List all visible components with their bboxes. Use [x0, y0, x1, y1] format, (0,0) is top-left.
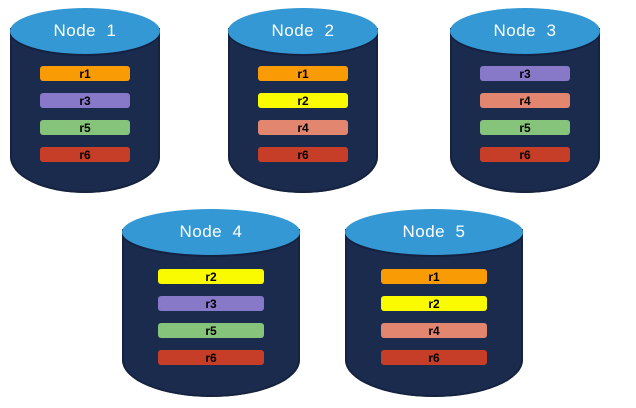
cylinder-body	[122, 229, 300, 397]
replica-list: r3 r4 r5 r6	[480, 66, 570, 162]
cylinder-top-ellipse	[10, 8, 160, 54]
replica-bar-r2[interactable]: r2	[258, 93, 348, 108]
replica-bar-r1[interactable]: r1	[258, 66, 348, 81]
replica-bar-r3[interactable]: r3	[480, 66, 570, 81]
replica-bar-r2[interactable]: r2	[381, 296, 487, 311]
replica-list: r1 r2 r4 r6	[381, 269, 487, 365]
replica-bar-r1[interactable]: r1	[40, 66, 130, 81]
cylinder-top-ellipse	[345, 209, 523, 255]
cylinder-top-ellipse	[228, 8, 378, 54]
node-label: Node 5	[402, 222, 466, 241]
node-label: Node 1	[53, 21, 117, 40]
node-label: Node 2	[271, 21, 335, 40]
node-label: Node 3	[493, 21, 557, 40]
replica-bar-r4[interactable]: r4	[480, 93, 570, 108]
replica-bar-r6[interactable]: r6	[258, 147, 348, 162]
node-label: Node 4	[179, 222, 243, 241]
replica-bar-r5[interactable]: r5	[40, 120, 130, 135]
replica-bar-r5[interactable]: r5	[158, 323, 264, 338]
replica-bar-r4[interactable]: r4	[258, 120, 348, 135]
cylinder-body	[345, 229, 523, 397]
replica-list: r1 r2 r4 r6	[258, 66, 348, 162]
cylinder-body	[228, 28, 378, 193]
database-node-4[interactable]: Node 4 r2 r3 r5 r6	[122, 209, 300, 397]
replica-bar-r3[interactable]: r3	[40, 93, 130, 108]
replica-bar-r1[interactable]: r1	[381, 269, 487, 284]
replica-list: r1 r3 r5 r6	[40, 66, 130, 162]
cylinder-body	[450, 28, 600, 193]
replica-bar-r4[interactable]: r4	[381, 323, 487, 338]
replica-bar-r6[interactable]: r6	[40, 147, 130, 162]
replica-bar-r5[interactable]: r5	[480, 120, 570, 135]
cylinder-top-ellipse	[450, 8, 600, 54]
replica-bar-r3[interactable]: r3	[158, 296, 264, 311]
cylinder-body	[10, 28, 160, 193]
replica-bar-r6[interactable]: r6	[381, 350, 487, 365]
database-node-5[interactable]: Node 5 r1 r2 r4 r6	[345, 209, 523, 397]
cylinder-top-ellipse	[122, 209, 300, 255]
replica-bar-r2[interactable]: r2	[158, 269, 264, 284]
replica-bar-r6[interactable]: r6	[158, 350, 264, 365]
replica-list: r2 r3 r5 r6	[158, 269, 264, 365]
replica-bar-r6[interactable]: r6	[480, 147, 570, 162]
database-node-2[interactable]: Node 2 r1 r2 r4 r6	[228, 8, 378, 193]
database-node-1[interactable]: Node 1 r1 r3 r5 r6	[10, 8, 160, 193]
database-node-3[interactable]: Node 3 r3 r4 r5 r6	[450, 8, 600, 193]
